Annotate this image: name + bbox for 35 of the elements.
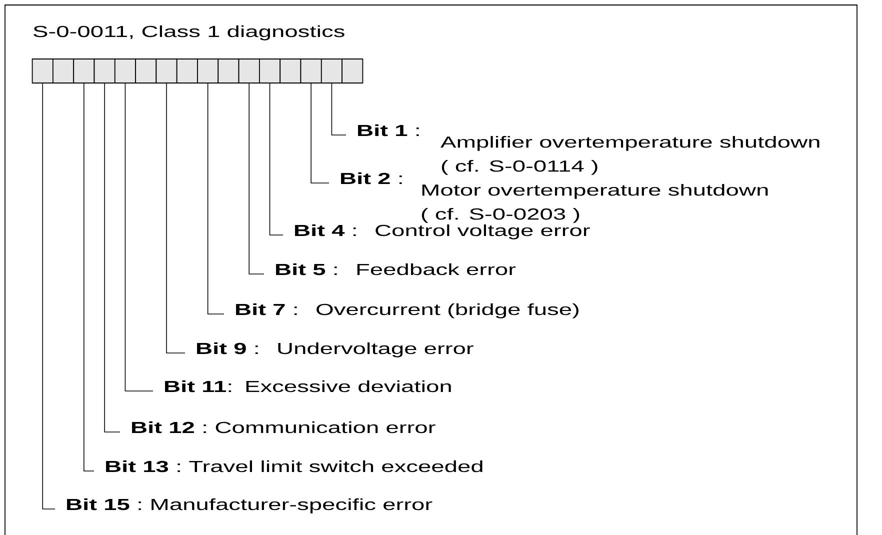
leader-line: [207, 83, 224, 314]
bit-label: Bit 9 : Undervoltage error: [197, 342, 474, 358]
bit-label: Bit 11: Excessive deviation: [165, 380, 451, 392]
bit-label: Bit 15 : Manufacturer-specific error: [67, 498, 432, 514]
bit-cell: [320, 58, 342, 84]
leader-line: [42, 83, 56, 510]
leader-line: [269, 83, 284, 236]
bit-label: Bit 4 : Control voltage error: [295, 224, 590, 240]
bit-cell: [156, 58, 178, 84]
bit-label: Bit 13 : Travel limit switch exceeded: [106, 460, 482, 472]
bit-cell: [238, 58, 260, 84]
title: S-0-0011, Class 1 diagnostics: [34, 25, 344, 40]
bit-cell: [280, 58, 302, 84]
bit-label: Bit 12 : Communication error: [132, 421, 436, 434]
bit-label: Bit 5 : Feedback error: [276, 263, 516, 276]
leader-line: [124, 83, 154, 392]
bit-cell: [197, 58, 219, 84]
bit-cell: [135, 58, 157, 84]
leader-line: [104, 83, 120, 432]
leader-line: [84, 83, 94, 472]
bit-cell: [342, 58, 364, 84]
bit-cell: [73, 58, 95, 84]
bit-label: Bit 7 : Overcurrent (bridge fuse): [236, 303, 578, 318]
leader-line: [331, 83, 346, 136]
bit-cell: [94, 58, 116, 84]
bit-cell: [52, 58, 74, 84]
bit-cell: [32, 58, 54, 84]
bit-cell: [114, 58, 136, 84]
bit-cell: [176, 58, 198, 84]
leader-line: [166, 83, 186, 354]
leader-line: [310, 83, 330, 184]
leader-line: [248, 83, 264, 274]
bit-cell: [259, 58, 281, 84]
bit-cell: [300, 58, 322, 84]
bit-cell: [218, 58, 240, 84]
